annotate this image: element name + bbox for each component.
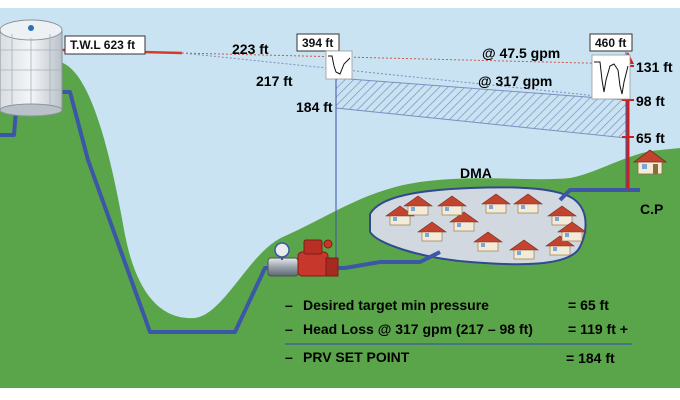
dma-house	[449, 211, 479, 232]
prv-gauge-value: 394 ft	[302, 36, 333, 50]
summary-row-1-dash: –	[285, 297, 293, 313]
summary-row-3-value: = 184 ft	[566, 350, 615, 366]
dma-house	[547, 205, 577, 226]
level-223-label: 223 ft	[232, 41, 269, 57]
summary-row-2-dash: –	[285, 321, 293, 337]
flow-high-label: @ 317 gpm	[478, 73, 552, 89]
summary-row-2-label: Head Loss @ 317 gpm (217 – 98 ft)	[303, 321, 533, 337]
cp-level-65: 65 ft	[636, 130, 665, 146]
dma-house	[385, 205, 415, 226]
cp-pipeline	[558, 188, 640, 202]
cp-label: C.P	[640, 201, 663, 217]
dma-houses	[385, 193, 587, 260]
level-217-label: 217 ft	[256, 73, 293, 89]
summary-row-3-dash: –	[285, 349, 293, 365]
dma-label: DMA	[460, 165, 492, 181]
summary-row-3-label: PRV SET POINT	[303, 349, 410, 365]
cp-gauge-value: 460 ft	[595, 36, 626, 50]
twl-label: T.W.L 623 ft	[70, 38, 135, 52]
dma-house	[557, 221, 587, 242]
cp-pressure-gauge: 460 ft	[589, 33, 633, 100]
cp-level-98: 98 ft	[636, 93, 665, 109]
dma-house	[513, 193, 543, 214]
dma-house	[473, 231, 503, 252]
terrain-hill	[0, 61, 680, 389]
dma-house	[437, 195, 467, 216]
flow-low-label: @ 47.5 gpm	[482, 45, 560, 61]
dma-house	[509, 239, 539, 260]
summary-row-2-value: = 119 ft +	[568, 321, 628, 337]
dma-house	[417, 221, 447, 242]
cp-level-131: 131 ft	[636, 59, 673, 75]
twl-label-box	[64, 35, 146, 55]
dma-house	[481, 193, 511, 214]
summary-table: – Desired target min pressure = 65 ft – …	[285, 297, 632, 366]
cp-house	[632, 149, 668, 175]
dma-house	[403, 195, 433, 216]
summary-row-1-label: Desired target min pressure	[303, 297, 489, 313]
prv-pressure-gauge: 394 ft	[296, 33, 353, 80]
summary-row-1-value: = 65 ft	[568, 297, 609, 313]
level-184-label: 184 ft	[296, 99, 333, 115]
storage-tank	[0, 19, 63, 117]
prv-valve	[267, 239, 339, 277]
